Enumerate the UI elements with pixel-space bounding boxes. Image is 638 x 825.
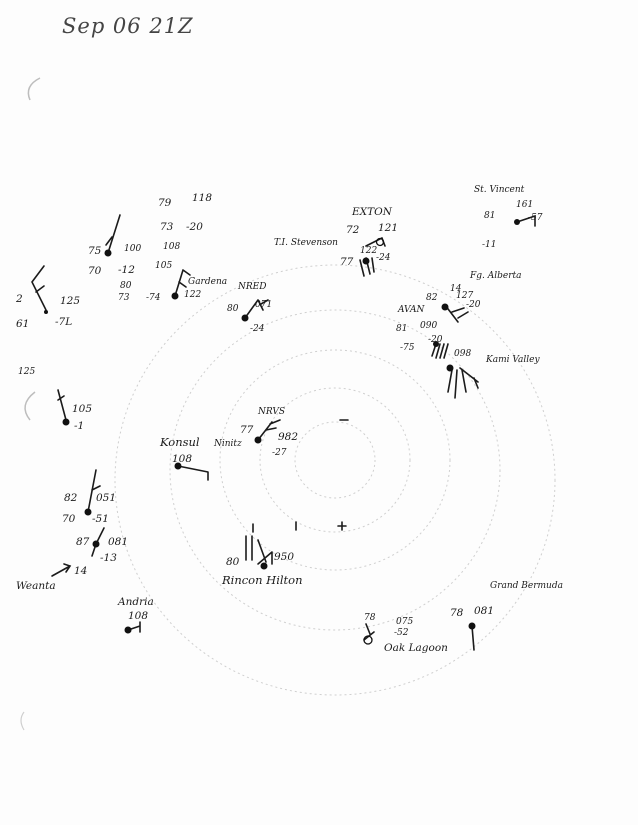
station-name: NRED (238, 282, 267, 292)
obs-value: 075 (396, 617, 414, 627)
station-name: Andria (118, 596, 154, 608)
obs-value: 982 (278, 431, 299, 443)
storm-circles (114, 264, 556, 696)
obs-value: 2 (16, 293, 23, 305)
obs-value: 125 (18, 367, 36, 377)
station-name: St. Vincent (474, 185, 525, 195)
obs-value: 122 (360, 246, 378, 256)
obs-value: 73 (118, 293, 130, 303)
station-name: Fg. Alberta (470, 271, 522, 281)
obs-value: 82 (64, 492, 78, 504)
obs-value: -24 (250, 324, 265, 334)
date-heading: Sep 06 21Z (62, 14, 194, 38)
obs-value: 77 (340, 256, 354, 268)
station-name: Ninitz (214, 439, 242, 449)
station-name: Konsul (160, 435, 200, 449)
station-name: Gardena (188, 277, 228, 287)
obs-value: 70 (88, 265, 102, 277)
obs-value: 77 (240, 424, 254, 436)
obs-value: 051 (96, 492, 117, 504)
obs-value: 121 (378, 222, 399, 234)
obs-value: 14 (450, 284, 462, 294)
obs-value: 100 (124, 244, 142, 254)
margin-mark (27, 77, 41, 101)
obs-value: -1 (74, 420, 85, 432)
obs-value: 108 (163, 242, 181, 252)
obs-value: 14 (74, 565, 88, 577)
obs-value: 108 (128, 610, 149, 622)
obs-value: 105 (72, 403, 93, 415)
station-name: T.I. Stevenson (274, 238, 338, 248)
obs-value: 81 (484, 211, 496, 221)
margin-mark (20, 711, 25, 731)
obs-value: 950 (274, 551, 295, 563)
obs-value: 80 (227, 304, 239, 314)
obs-value: 70 (62, 513, 76, 525)
obs-value: 61 (16, 318, 30, 330)
obs-value: 82 (426, 293, 438, 303)
obs-value: -57 (528, 213, 543, 223)
obs-value: -24 (376, 253, 391, 263)
obs-value: -51 (92, 513, 109, 525)
obs-value: 161 (516, 200, 534, 210)
obs-value: 80 (226, 556, 240, 568)
station-name: Weanta (16, 580, 56, 592)
station-name: Oak Lagoon (384, 642, 448, 654)
obs-value: -13 (100, 552, 117, 564)
obs-value: -52 (394, 628, 409, 638)
obs-value: 72 (346, 224, 360, 236)
open-markers (363, 237, 385, 645)
obs-value: 78 (364, 613, 376, 623)
obs-value: 127 (456, 291, 474, 301)
station-name: AVAN (398, 305, 425, 315)
station-name: Grand Bermuda (490, 581, 563, 591)
obs-value: -12 (118, 264, 135, 276)
station-name: NRVS (258, 407, 285, 417)
obs-value: -75 (400, 343, 415, 353)
obs-value: 122 (184, 290, 202, 300)
obs-value: 081 (474, 605, 495, 617)
obs-value: -20 (428, 335, 443, 345)
obs-value: 79 (158, 197, 172, 209)
obs-value: 81 (396, 324, 408, 334)
obs-value: 098 (454, 349, 472, 359)
obs-value: 108 (172, 453, 193, 465)
obs-value: 75 (88, 245, 102, 257)
station-name: EXTON (352, 206, 392, 218)
obs-value: 80 (120, 281, 132, 291)
obs-value: 081 (108, 536, 129, 548)
obs-value: 73 (160, 221, 174, 233)
obs-value: -7L (55, 316, 73, 328)
station-markers (44, 219, 520, 634)
obs-value: 071 (255, 300, 273, 310)
obs-value: -20 (466, 300, 481, 310)
obs-value: -11 (482, 240, 497, 250)
obs-value: 87 (76, 536, 90, 548)
obs-value: 090 (420, 321, 438, 331)
obs-value: 105 (155, 261, 173, 271)
station-name: Kami Valley (486, 355, 540, 365)
margin-mark (24, 391, 36, 421)
obs-value: -74 (146, 293, 161, 303)
obs-value: -27 (272, 448, 287, 458)
obs-value: 78 (450, 607, 464, 619)
obs-value: -20 (186, 221, 203, 233)
station-name: Rincon Hilton (222, 573, 303, 587)
obs-value: 125 (60, 295, 81, 307)
obs-value: 118 (192, 192, 213, 204)
